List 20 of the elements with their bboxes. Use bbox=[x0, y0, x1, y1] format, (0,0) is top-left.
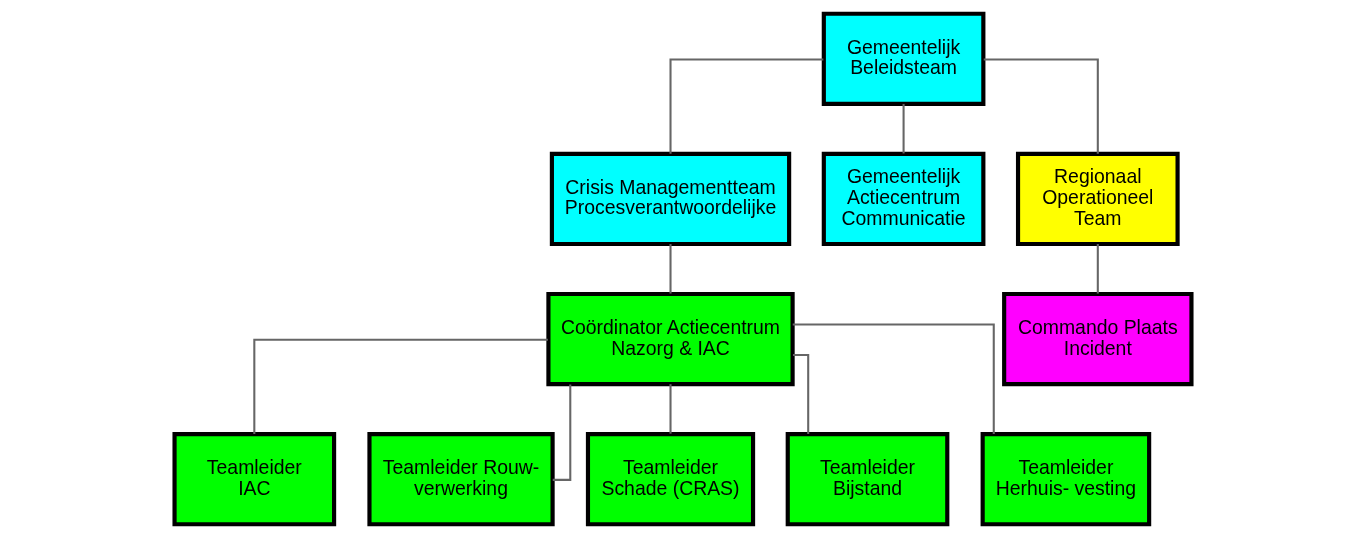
node-box: Teamleider IAC bbox=[172, 432, 337, 527]
connector bbox=[792, 323, 995, 434]
connector bbox=[669, 244, 672, 294]
node-box: Commando Plaats Incident bbox=[1002, 291, 1194, 387]
connector bbox=[669, 384, 672, 434]
node-box: Gemeentelijk Beleidsteam bbox=[821, 11, 986, 106]
connector bbox=[253, 338, 548, 434]
connector bbox=[983, 58, 1099, 154]
node-box: Coördinator Actiecentrum Nazorg & IAC bbox=[546, 291, 795, 387]
connector bbox=[902, 103, 905, 154]
node-box: Teamleider Bijstand bbox=[785, 432, 950, 527]
connector bbox=[792, 353, 810, 434]
node-box: Teamleider Herhuis- vesting bbox=[980, 432, 1152, 527]
node-box: Teamleider Rouw- verwerking bbox=[367, 432, 555, 527]
node-box: Gemeentelijk Actiecentrum Communicatie bbox=[821, 151, 986, 247]
node-box: Teamleider Schade (CRAS) bbox=[585, 432, 756, 527]
node-box: Regionaal Operationeel Team bbox=[1015, 151, 1180, 247]
node-box: Crisis Managementteam Procesverantwoordelijke bbox=[549, 151, 792, 247]
connector bbox=[1096, 244, 1099, 294]
connector bbox=[669, 58, 824, 154]
